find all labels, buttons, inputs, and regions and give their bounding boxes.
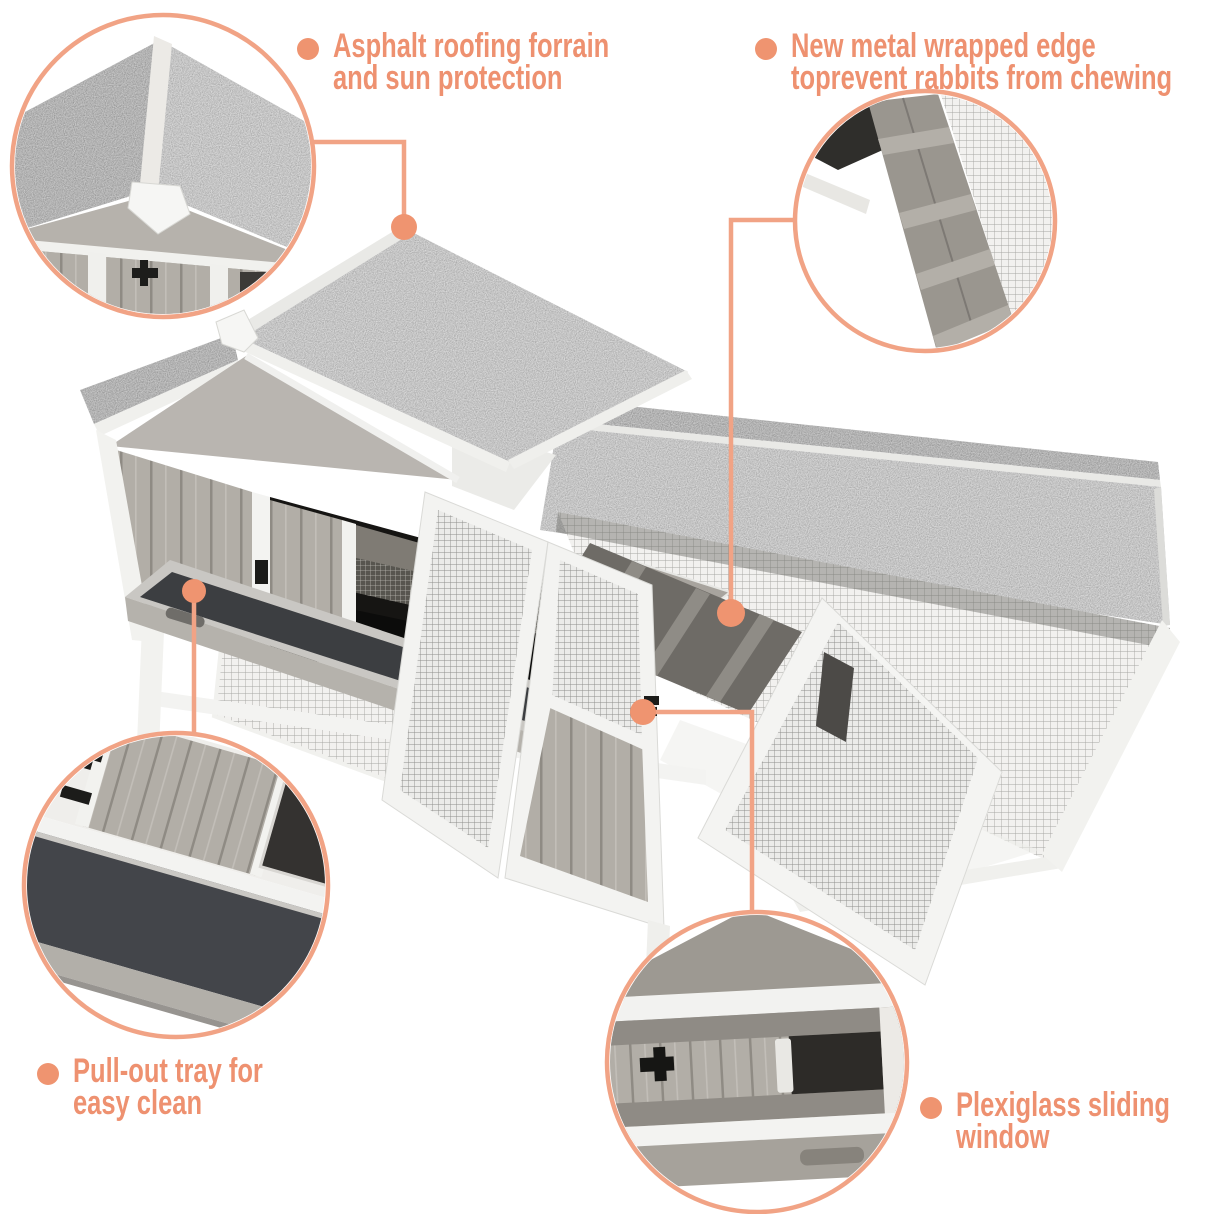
annotation-line: Asphalt roofing forrain bbox=[333, 27, 610, 65]
roof-finial bbox=[215, 309, 259, 353]
annotation-line: window bbox=[956, 1118, 1050, 1157]
bullet-icon bbox=[297, 38, 319, 60]
open-door-left[interactable] bbox=[381, 491, 549, 879]
door-slot bbox=[816, 652, 854, 742]
hinge-icon bbox=[59, 785, 93, 805]
connectors bbox=[191, 139, 795, 914]
connector-line-metal-edge bbox=[728, 217, 795, 600]
connector-dots bbox=[182, 214, 745, 725]
bullet-icon bbox=[920, 1097, 942, 1119]
bullet-icon bbox=[755, 38, 777, 60]
window-slider-handle bbox=[774, 1038, 794, 1093]
plexiglass-window-closeup bbox=[604, 909, 910, 1214]
gable-face bbox=[110, 356, 458, 480]
connector-dot-roofing bbox=[391, 214, 417, 240]
annotation-pull-out-tray: Pull-out tray for easy clean bbox=[37, 1052, 326, 1123]
connector-line-roofing bbox=[312, 139, 407, 216]
rabbit-hutch-product-photo bbox=[80, 226, 1180, 1018]
ramp-metal-edge-closeup bbox=[792, 88, 1058, 354]
open-door-right[interactable] bbox=[697, 597, 1003, 986]
annotation-line: easy clean bbox=[73, 1084, 203, 1123]
open-door-middle[interactable] bbox=[504, 541, 665, 929]
annotation-line: toprevent rabbits from chewing bbox=[791, 59, 1173, 98]
pull-out-tray-closeup bbox=[21, 730, 331, 1040]
annotation-line: New metal wrapped edge bbox=[791, 27, 1096, 65]
annotation-metal-edge: New metal wrapped edge toprevent rabbits… bbox=[755, 27, 1214, 98]
run-roof bbox=[540, 398, 1170, 626]
run-end-frame bbox=[1042, 620, 1180, 872]
annotation-asphalt-roofing: Asphalt roofing forrain and sun protecti… bbox=[297, 27, 701, 98]
connector-dot-metal-edge bbox=[717, 599, 745, 627]
annotation-line: Pull-out tray for bbox=[73, 1052, 263, 1090]
door-latch-icon bbox=[644, 696, 659, 705]
door-latch-icon bbox=[255, 560, 268, 584]
connector-dot-window bbox=[630, 699, 656, 725]
house-roof bbox=[232, 228, 688, 462]
connector-dot-tray bbox=[182, 579, 206, 603]
ridge-cap bbox=[228, 226, 410, 342]
annotation-plexiglass-window: Plexiglass sliding window bbox=[920, 1086, 1214, 1157]
bullet-icon bbox=[37, 1063, 59, 1085]
roof-apex-closeup bbox=[9, 12, 317, 320]
connector-line-window bbox=[643, 709, 755, 914]
annotation-line: and sun protection bbox=[333, 59, 563, 98]
annotation-line: Plexiglass sliding bbox=[956, 1086, 1171, 1124]
